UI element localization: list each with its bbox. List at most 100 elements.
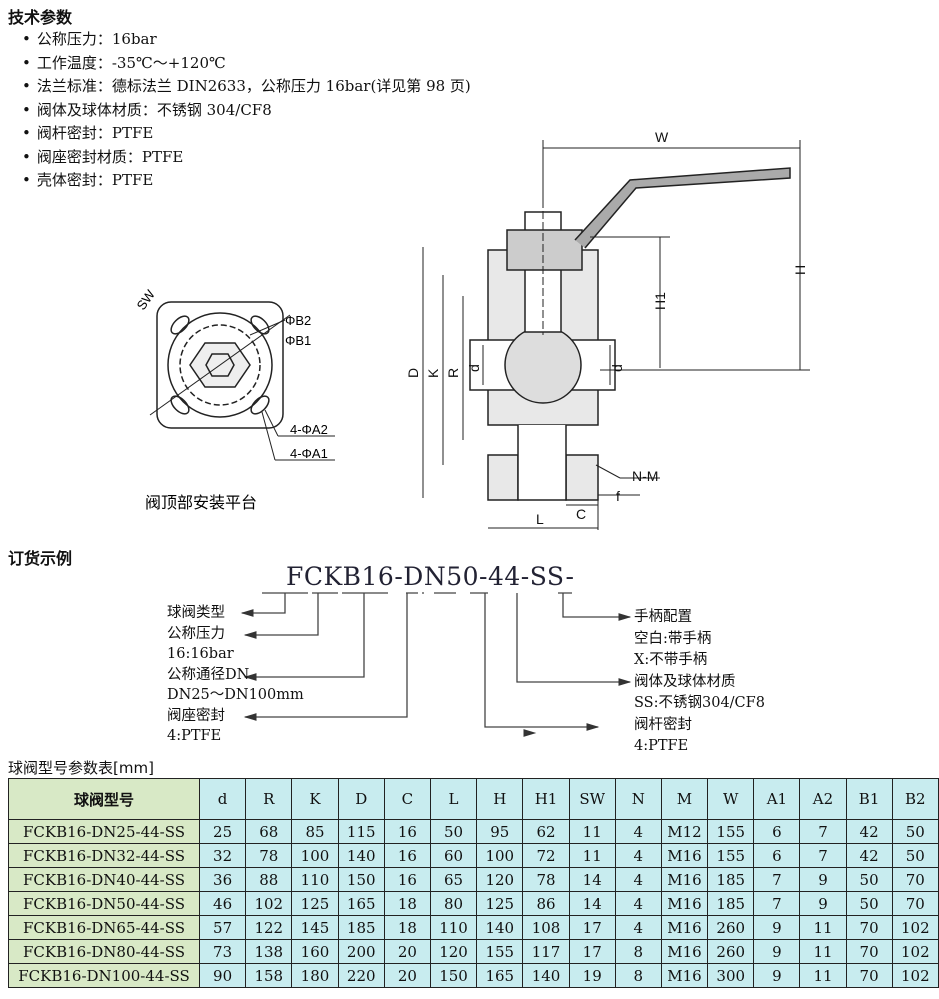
label-a1: 4-ΦA1 (290, 446, 328, 461)
table-cell: 80 (429, 891, 478, 916)
table-cell: 86 (522, 891, 570, 916)
table-cell: 160 (291, 939, 339, 964)
table-cell: 20 (383, 939, 431, 964)
table-cell: 65 (429, 867, 478, 892)
spec-item: 工作温度：-35℃～+120℃ (22, 52, 471, 76)
table-cell: 7 (799, 843, 847, 868)
table-cell: 120 (476, 867, 524, 892)
table-cell: 60 (429, 843, 478, 868)
table-cell: 9 (799, 891, 847, 916)
table-cell: M16 (660, 963, 709, 988)
table-cell: 200 (337, 939, 385, 964)
table-cell: 50 (891, 843, 939, 868)
table-cell: 9 (753, 915, 801, 940)
table-cell: 4 (614, 867, 662, 892)
table-cell: 42 (845, 819, 893, 844)
model-cell: FCKB16-DN100-44-SS (7, 963, 201, 988)
table-cell: 120 (429, 939, 478, 964)
table-cell: 11 (568, 819, 616, 844)
table-cell: 158 (245, 963, 293, 988)
top-mount-plate-view (149, 301, 335, 461)
table-cell: 6 (753, 843, 801, 868)
table-cell: 70 (845, 915, 893, 940)
label-h: H (792, 265, 808, 275)
table-cell: 70 (891, 867, 939, 892)
table-cell: M16 (660, 867, 709, 892)
table-cell: 85 (291, 819, 339, 844)
table-cell: 300 (707, 963, 755, 988)
table-cell: 100 (476, 843, 524, 868)
table-cell: 72 (522, 843, 570, 868)
table-cell: 70 (845, 939, 893, 964)
table-cell: 140 (337, 843, 385, 868)
table-cell: 95 (476, 819, 524, 844)
table-cell: 14 (568, 867, 616, 892)
table-cell: 50 (845, 891, 893, 916)
table-cell: 4 (614, 891, 662, 916)
table-cell: 4 (614, 915, 662, 940)
column-header: B1 (845, 778, 893, 820)
legend-dn-range: DN25～DN100mm (167, 687, 304, 703)
column-header: H1 (522, 778, 570, 820)
table-cell: 180 (291, 963, 339, 988)
table-cell: M12 (660, 819, 709, 844)
table-cell: 140 (476, 915, 524, 940)
table-cell: 68 (245, 819, 293, 844)
column-header: K (291, 778, 339, 820)
table-cell: 4 (614, 819, 662, 844)
spec-item: 阀体及球体材质：不锈钢 304/CF8 (22, 99, 471, 123)
spec-item: 阀座密封材质：PTFE (22, 146, 471, 170)
spec-item: 公称压力：16bar (22, 28, 471, 52)
table-cell: 9 (753, 939, 801, 964)
model-cell: FCKB16-DN80-44-SS (7, 939, 201, 964)
table-cell: 115 (337, 819, 385, 844)
order-title: 订货示例 (8, 549, 73, 568)
table-cell: 145 (291, 915, 339, 940)
legend-handle: 手柄配置 (634, 609, 692, 625)
table-cell: 122 (245, 915, 293, 940)
table-cell: 102 (891, 963, 939, 988)
table-cell: 11 (799, 915, 847, 940)
column-header: A1 (753, 778, 801, 820)
label-r: R (445, 368, 461, 378)
top-mount-caption: 阀顶部安装平台 (145, 494, 257, 512)
table-cell: 16 (383, 843, 431, 868)
label-b2: ΦB2 (285, 313, 311, 328)
table-cell: 11 (799, 939, 847, 964)
model-cell: FCKB16-DN25-44-SS (7, 819, 201, 844)
table-cell: 185 (707, 891, 755, 916)
label-d-bore: d (466, 364, 482, 372)
legend-material: 阀体及球体材质 (634, 673, 736, 690)
column-header: W (707, 778, 755, 820)
model-cell: FCKB16-DN40-44-SS (7, 867, 201, 892)
column-header: B2 (891, 778, 939, 820)
table-cell: 88 (245, 867, 293, 892)
spec-item: 法兰标准：德标法兰 DIN2633，公称压力 16bar(详见第 98 页) (22, 75, 471, 99)
table-cell: 110 (291, 867, 339, 892)
table-cell: M16 (660, 891, 709, 916)
order-left-legend: 球阀类型 公称压力 16:16bar 公称通径DN DN25～DN100mm 阀… (167, 603, 304, 747)
table-cell: 78 (245, 843, 293, 868)
table-cell: 102 (891, 915, 939, 940)
table-cell: 73 (199, 939, 247, 964)
label-f: f (616, 488, 620, 504)
column-header: N (614, 778, 662, 820)
table-cell: 62 (522, 819, 570, 844)
table-cell: 70 (845, 963, 893, 988)
legend-stem-seal-value: 4:PTFE (634, 738, 689, 754)
table-cell: 260 (707, 915, 755, 940)
column-header: A2 (799, 778, 847, 820)
column-header: 球阀型号 (7, 778, 201, 820)
table-cell: 18 (383, 915, 431, 940)
table-cell: 50 (891, 819, 939, 844)
table-cell: M16 (660, 915, 709, 940)
label-d-outer: D (405, 368, 421, 378)
legend-handle-x: X:不带手柄 (634, 652, 708, 668)
table-cell: 50 (845, 867, 893, 892)
table-cell: 140 (522, 963, 570, 988)
table-cell: 32 (199, 843, 247, 868)
table-cell: 36 (199, 867, 247, 892)
column-header: L (429, 778, 478, 820)
table-cell: 8 (614, 963, 662, 988)
